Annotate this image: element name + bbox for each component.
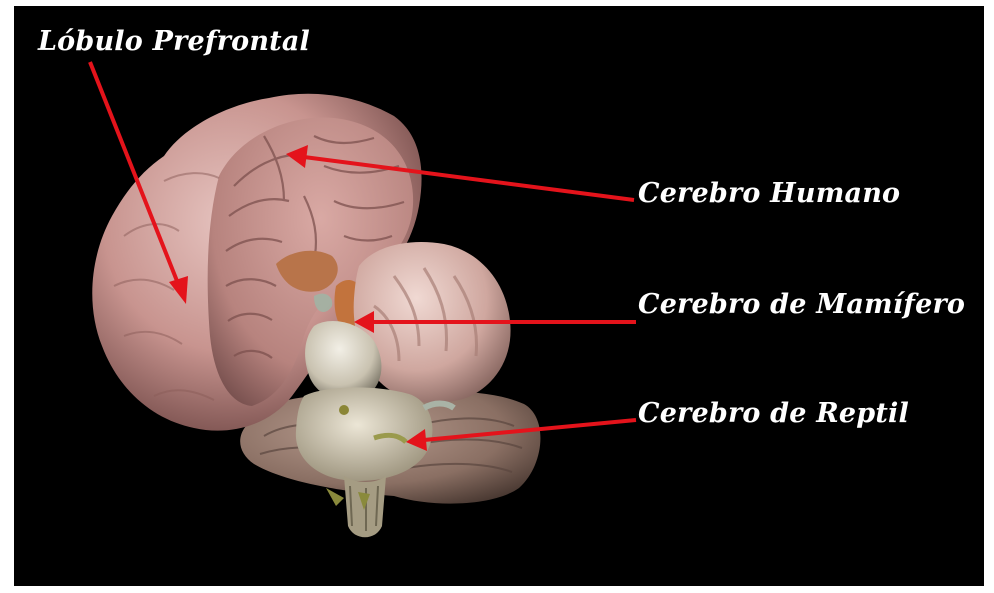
label-mammal-brain: Cerebro de Mamífero bbox=[638, 289, 965, 320]
label-reptile-brain: Cerebro de Reptil bbox=[638, 398, 909, 429]
diagram-panel: Lóbulo Prefrontal Cerebro Humano Cerebro… bbox=[14, 6, 984, 586]
label-prefrontal-lobe: Lóbulo Prefrontal bbox=[38, 26, 310, 57]
label-human-brain: Cerebro Humano bbox=[638, 178, 900, 209]
